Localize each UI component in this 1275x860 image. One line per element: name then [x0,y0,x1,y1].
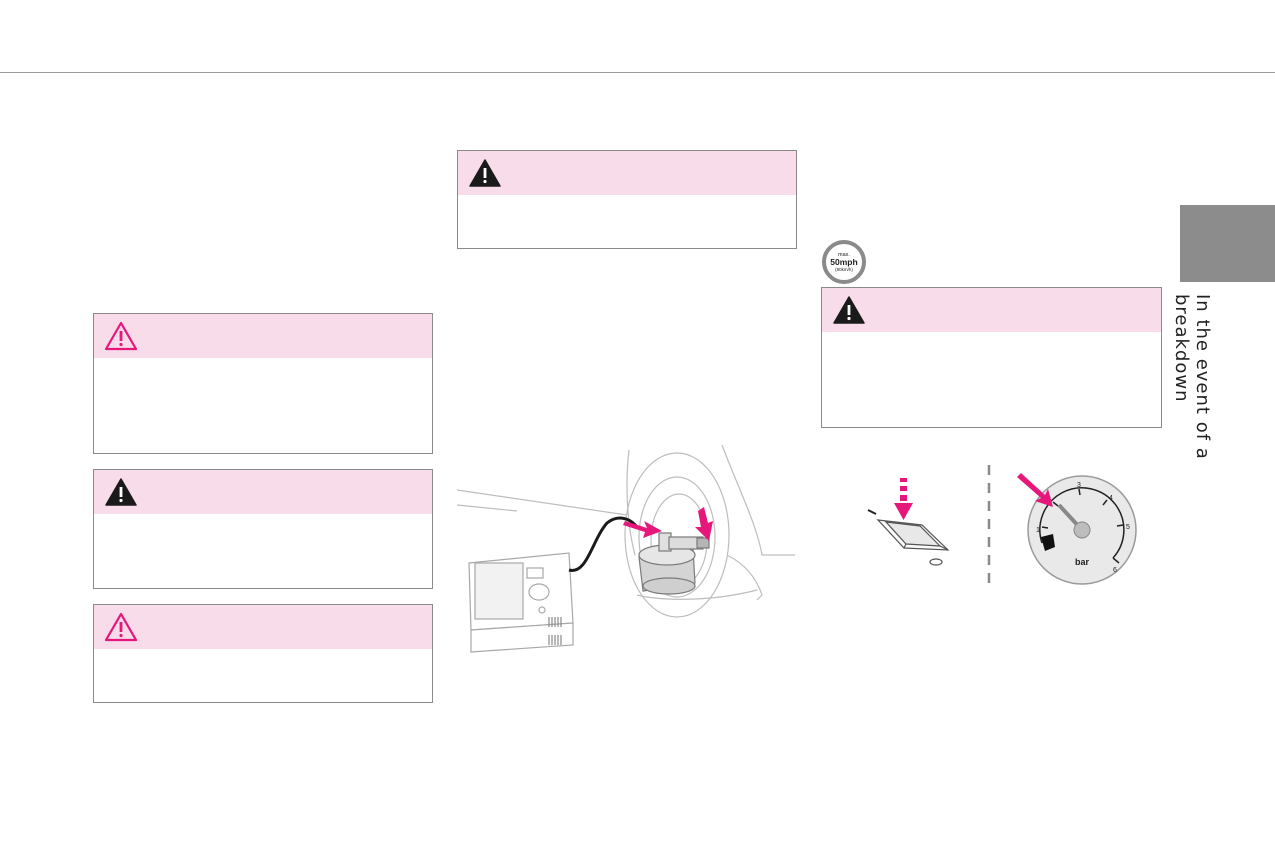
compressor-wheel-illustration [457,445,795,653]
press-arrow [894,478,913,520]
sealant-canister [638,532,710,595]
air-hose [568,516,639,572]
chapter-title: In the event of a breakdown [1171,294,1213,460]
warning-triangle-filled-icon [469,159,501,187]
warning-triangle-outline-icon [104,321,138,351]
button-press-illustration [867,478,950,566]
gauge-tick-label: 6 [1113,567,1117,574]
top-rule [0,72,1275,73]
arrow-indicators [623,507,713,541]
chapter-tab [1180,205,1275,282]
speed-badge-main: 50mph [830,257,857,267]
warning-box-2 [93,469,433,589]
gauge-tick-label: 4 [1109,495,1113,502]
warning-box-1 [93,313,433,454]
speed-badge-sub: (80km/h) [835,267,853,272]
gauge-tick-label: 1 [1036,527,1040,534]
warning-box-header [94,470,432,514]
pressure-gauge-illustration: 1 2 3 4 5 6 bar [1017,473,1137,585]
warning-triangle-filled-icon [105,478,137,506]
gauge-tick-label: 5 [1126,524,1130,531]
speed-badge-top: max. [838,252,850,258]
warning-box-header [822,288,1161,332]
warning-box-header [458,151,796,195]
gauge-unit-label: bar [1075,557,1090,567]
gauge-tick-label: 3 [1077,482,1081,489]
warning-triangle-filled-icon [833,296,865,324]
warning-box-header [94,605,432,649]
speed-limit-badge: max. 50mph (80km/h) [822,240,866,284]
warning-triangle-outline-icon [104,612,138,642]
warning-box-header [94,314,432,358]
compressor [468,552,574,653]
warning-box-3 [93,604,433,703]
gauge-arrow [1017,473,1053,507]
warning-box-5 [821,287,1162,428]
warning-box-4 [457,150,797,249]
illustration-divider [987,465,991,585]
